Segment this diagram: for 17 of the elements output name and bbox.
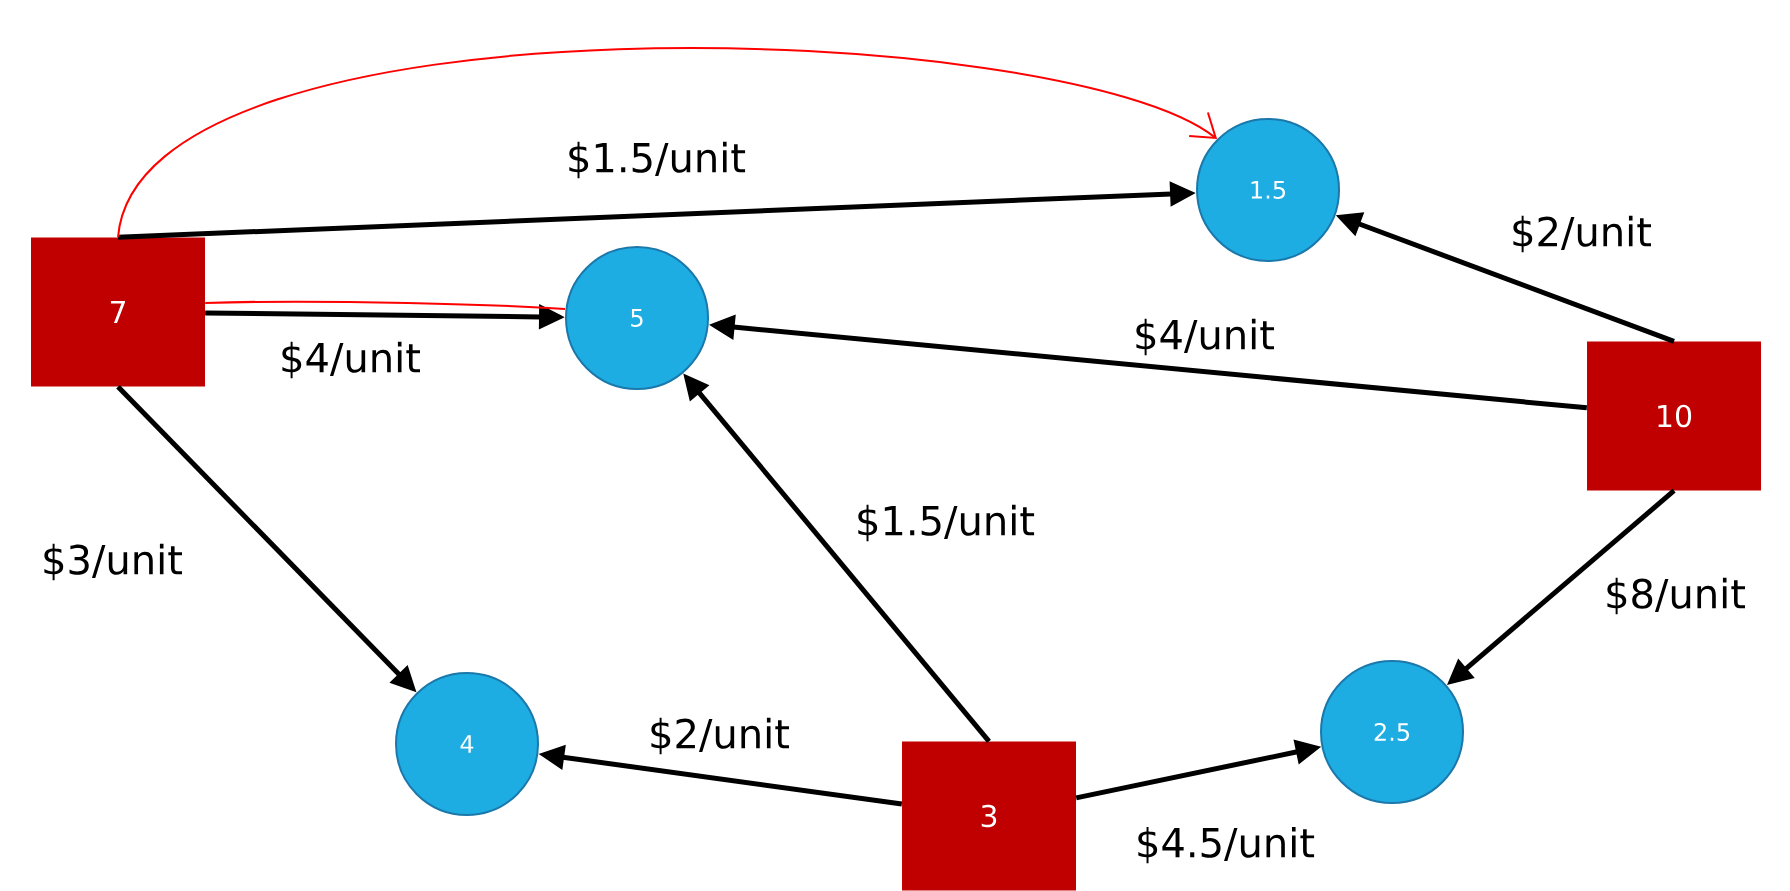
circle-node: 1.5	[1196, 118, 1340, 262]
edge-label: $3/unit	[39, 541, 185, 583]
edge-label: $8/unit	[1602, 575, 1748, 617]
square-node: 3	[902, 741, 1076, 891]
circle-node: 5	[565, 246, 709, 390]
square-node: 7	[31, 237, 205, 387]
circle-node: 2.5	[1320, 660, 1464, 804]
edge-label: $4.5/unit	[1133, 824, 1318, 866]
edge-label: $2/unit	[1508, 213, 1654, 255]
square-node: 10	[1587, 341, 1762, 491]
arrow	[117, 47, 1218, 239]
edge-label: $2/unit	[646, 715, 792, 757]
circle-node: 4	[395, 672, 539, 816]
edge-label: $4/unit	[277, 339, 423, 381]
edge-label: $1.5/unit	[564, 139, 749, 181]
edge-label: $4/unit	[1131, 316, 1277, 358]
edge-label: $1.5/unit	[853, 502, 1038, 544]
